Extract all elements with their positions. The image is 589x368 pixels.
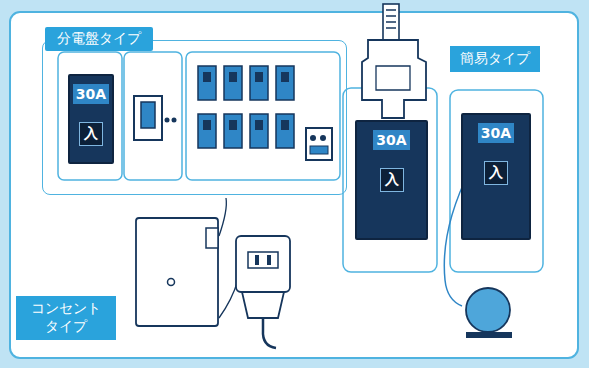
cable [219,198,226,236]
main-breaker: 30A 入 [68,74,114,164]
switch-lever [281,120,289,130]
socket-slot [267,255,271,265]
switch-lever [255,72,263,82]
switch-label: 入 [380,168,404,192]
type-tab: 簡易タイプ [450,46,540,72]
rating-label: 30A [73,84,109,104]
hinge [206,228,218,248]
cord [263,318,276,348]
socket [248,252,278,268]
clip-device [362,40,426,118]
branch-switch [250,114,268,148]
branch-switch [276,66,294,100]
branch-switch [224,66,242,100]
grip-line [386,9,396,11]
switch-label: 入 [484,161,508,185]
branch-switches [198,66,294,148]
small-breaker [134,96,162,140]
plug-body [242,292,284,318]
panel-group: 分電盤タイプ30A入 [42,40,347,195]
switch-lever [229,72,237,82]
timer-base [466,332,512,338]
device-frame [450,90,543,272]
small-device [310,146,328,154]
plug-adapter [236,236,290,292]
outlet-box [136,218,218,326]
switch-label: 入 [79,122,103,146]
grip-line [386,27,396,29]
timer [466,288,510,332]
clip-device [386,10,396,28]
breaker-frame [124,52,182,180]
breaker-frame [58,52,122,180]
clip-device [376,66,410,90]
small-breaker [141,102,155,128]
switch-lever [203,120,211,130]
panel-ground [10,12,578,358]
branch-switch [276,114,294,148]
grip-line [386,21,396,23]
indicator [172,118,177,123]
switch-lever [229,120,237,130]
group-heading: 分電盤タイプ [45,27,153,51]
clip-device [383,4,399,40]
breaker-frame [186,52,340,180]
rating-label: 30A [478,123,514,143]
switch-lever [203,72,211,82]
branch-switch [198,114,216,148]
branch-switch [224,114,242,148]
indicator [320,135,326,141]
keyhole [168,279,175,286]
type-tab: コンセント タイプ [16,296,116,340]
switch-lever [255,120,263,130]
branch-switch [198,66,216,100]
rating-label: 30A [373,130,409,150]
main-breaker: 30A 入 [461,113,531,240]
switch-lever [281,72,289,82]
main-breaker: 30A 入 [355,120,428,240]
small-device [306,128,332,160]
grip-line [386,15,396,17]
indicator [165,118,170,123]
indicator [310,135,316,141]
branch-switch [250,66,268,100]
socket-slot [255,255,259,265]
